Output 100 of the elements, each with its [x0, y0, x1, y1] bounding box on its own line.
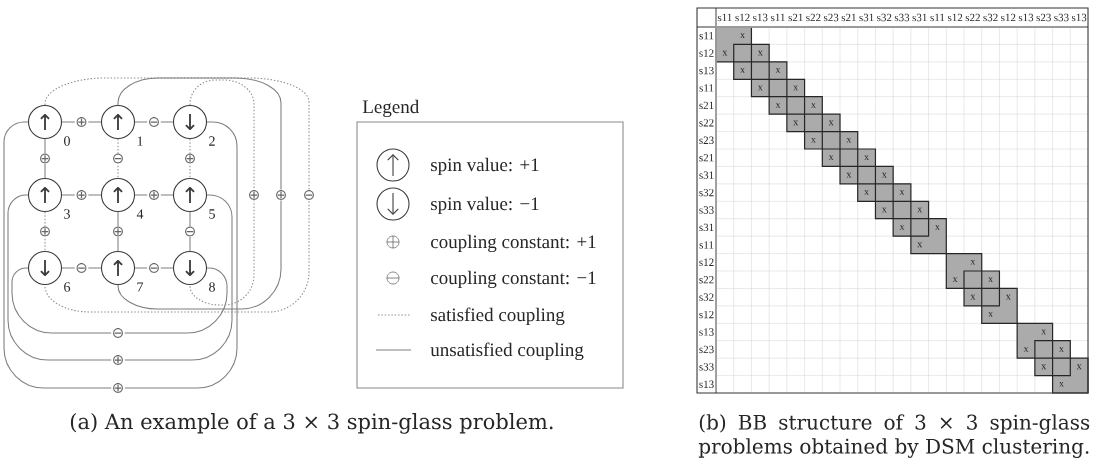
matrix-mark: x: [970, 260, 976, 265]
column-header: s33: [894, 13, 910, 22]
node-number: 5: [209, 209, 215, 219]
coupling-line: [11, 267, 228, 334]
column-header: s21: [788, 13, 803, 22]
matrix-mark: x: [828, 120, 834, 126]
node-number: 3: [64, 209, 70, 219]
row-header: s12: [699, 310, 714, 319]
caption: (a) An example of a 3 × 3 spin-glass problem.: [70, 413, 553, 434]
matrix-mark: x: [775, 68, 781, 73]
column-header: s22: [806, 13, 821, 22]
legend-heading: Legend: [362, 99, 419, 118]
row-header: s31: [699, 171, 714, 179]
legend-text: coupling constant: −1: [431, 270, 596, 289]
caption: (b) BB structure of 3 × 3 spin-glass problems obtained by DSM clustering.: [698, 414, 1090, 458]
row-header: s11: [699, 241, 714, 249]
node-number: 6: [64, 282, 71, 292]
node-number: 1: [137, 136, 143, 146]
matrix-mark: x: [1023, 347, 1029, 352]
matrix-mark: x: [864, 190, 869, 195]
column-header: s12: [1001, 13, 1016, 22]
node-number: 7: [137, 282, 144, 292]
row-header: s32: [699, 188, 714, 197]
matrix-mark: x: [1005, 294, 1011, 300]
row-header: s11: [699, 84, 714, 92]
node-number: 0: [64, 136, 70, 146]
row-header: s23: [699, 136, 714, 144]
matrix-mark: x: [740, 33, 745, 38]
matrix-mark: x: [988, 277, 993, 282]
column-header: s12: [947, 13, 963, 22]
column-header: s11: [771, 13, 785, 22]
column-header: s12: [735, 13, 750, 22]
legend-text: coupling constant: +1: [431, 234, 596, 253]
matrix-mark: x: [917, 207, 923, 213]
column-header: s23: [823, 13, 839, 22]
column-header: s32: [877, 13, 892, 22]
matrix-mark: x: [846, 138, 852, 143]
row-header: s22: [699, 119, 714, 127]
coupling-line: [189, 79, 255, 306]
column-header: s32: [983, 13, 998, 22]
row-header: s13: [699, 328, 714, 336]
column-header: s31: [859, 13, 874, 22]
coupling-line: [117, 138, 119, 179]
column-header: s33: [1054, 13, 1069, 22]
row-header: s33: [699, 363, 714, 371]
matrix-mark: x: [722, 50, 728, 56]
matrix-mark: x: [881, 172, 887, 178]
row-header: s12: [699, 258, 714, 266]
matrix-mark: x: [1059, 382, 1064, 387]
column-header: s22: [965, 13, 980, 22]
coupling-line: [189, 211, 191, 252]
matrix-mark: x: [899, 225, 905, 230]
row-header: s21: [699, 101, 714, 110]
matrix-mark: x: [988, 312, 993, 317]
coupling-line: [7, 194, 233, 361]
matrix-mark: x: [828, 155, 834, 160]
matrix-mark: x: [917, 242, 923, 248]
row-header: s21: [699, 154, 714, 162]
matrix-mark: x: [811, 103, 816, 108]
row-header: s31: [699, 223, 714, 232]
matrix-mark: x: [970, 294, 976, 300]
matrix-mark: x: [1041, 364, 1047, 370]
coupling-line: [189, 138, 191, 179]
coupling-line: [44, 211, 46, 252]
legend-text: spin value: −1: [431, 196, 539, 215]
matrix-mark: x: [1041, 329, 1047, 335]
column-header: s13: [753, 13, 768, 22]
row-header: s33: [699, 206, 714, 214]
matrix-mark: x: [757, 50, 763, 56]
row-header: s23: [699, 345, 714, 354]
matrix-mark: x: [793, 85, 799, 91]
coupling-line: [117, 77, 282, 310]
matrix-mark: x: [775, 103, 781, 108]
matrix-mark: x: [811, 138, 816, 143]
matrix-mark: x: [1059, 347, 1064, 352]
column-header: s31: [912, 13, 927, 22]
column-header: s13: [1072, 13, 1087, 22]
matrix-mark: x: [740, 68, 745, 73]
row-header: s12: [699, 49, 714, 57]
legend-text: unsatisfied coupling: [430, 342, 584, 361]
column-header: s21: [841, 13, 856, 22]
matrix-mark: x: [757, 85, 763, 91]
coupling-line: [44, 77, 310, 313]
row-header: s32: [699, 293, 714, 301]
matrix-mark: x: [1076, 364, 1082, 370]
matrix-mark: x: [935, 225, 940, 230]
row-header: s22: [699, 276, 714, 284]
row-header: s13: [699, 380, 714, 388]
matrix-mark: x: [899, 190, 905, 195]
matrix-mark: x: [864, 155, 869, 160]
row-header: s13: [699, 66, 714, 75]
node-number: 2: [209, 136, 215, 146]
column-header: s11: [930, 13, 945, 22]
matrix-mark: x: [846, 172, 852, 178]
legend-text: spin value: +1: [431, 157, 539, 176]
row-header: s11: [699, 32, 714, 40]
column-header: s23: [1036, 13, 1051, 22]
matrix-mark: x: [881, 207, 887, 213]
legend-text: satisfied coupling: [431, 307, 565, 326]
node-number: 4: [136, 209, 144, 219]
